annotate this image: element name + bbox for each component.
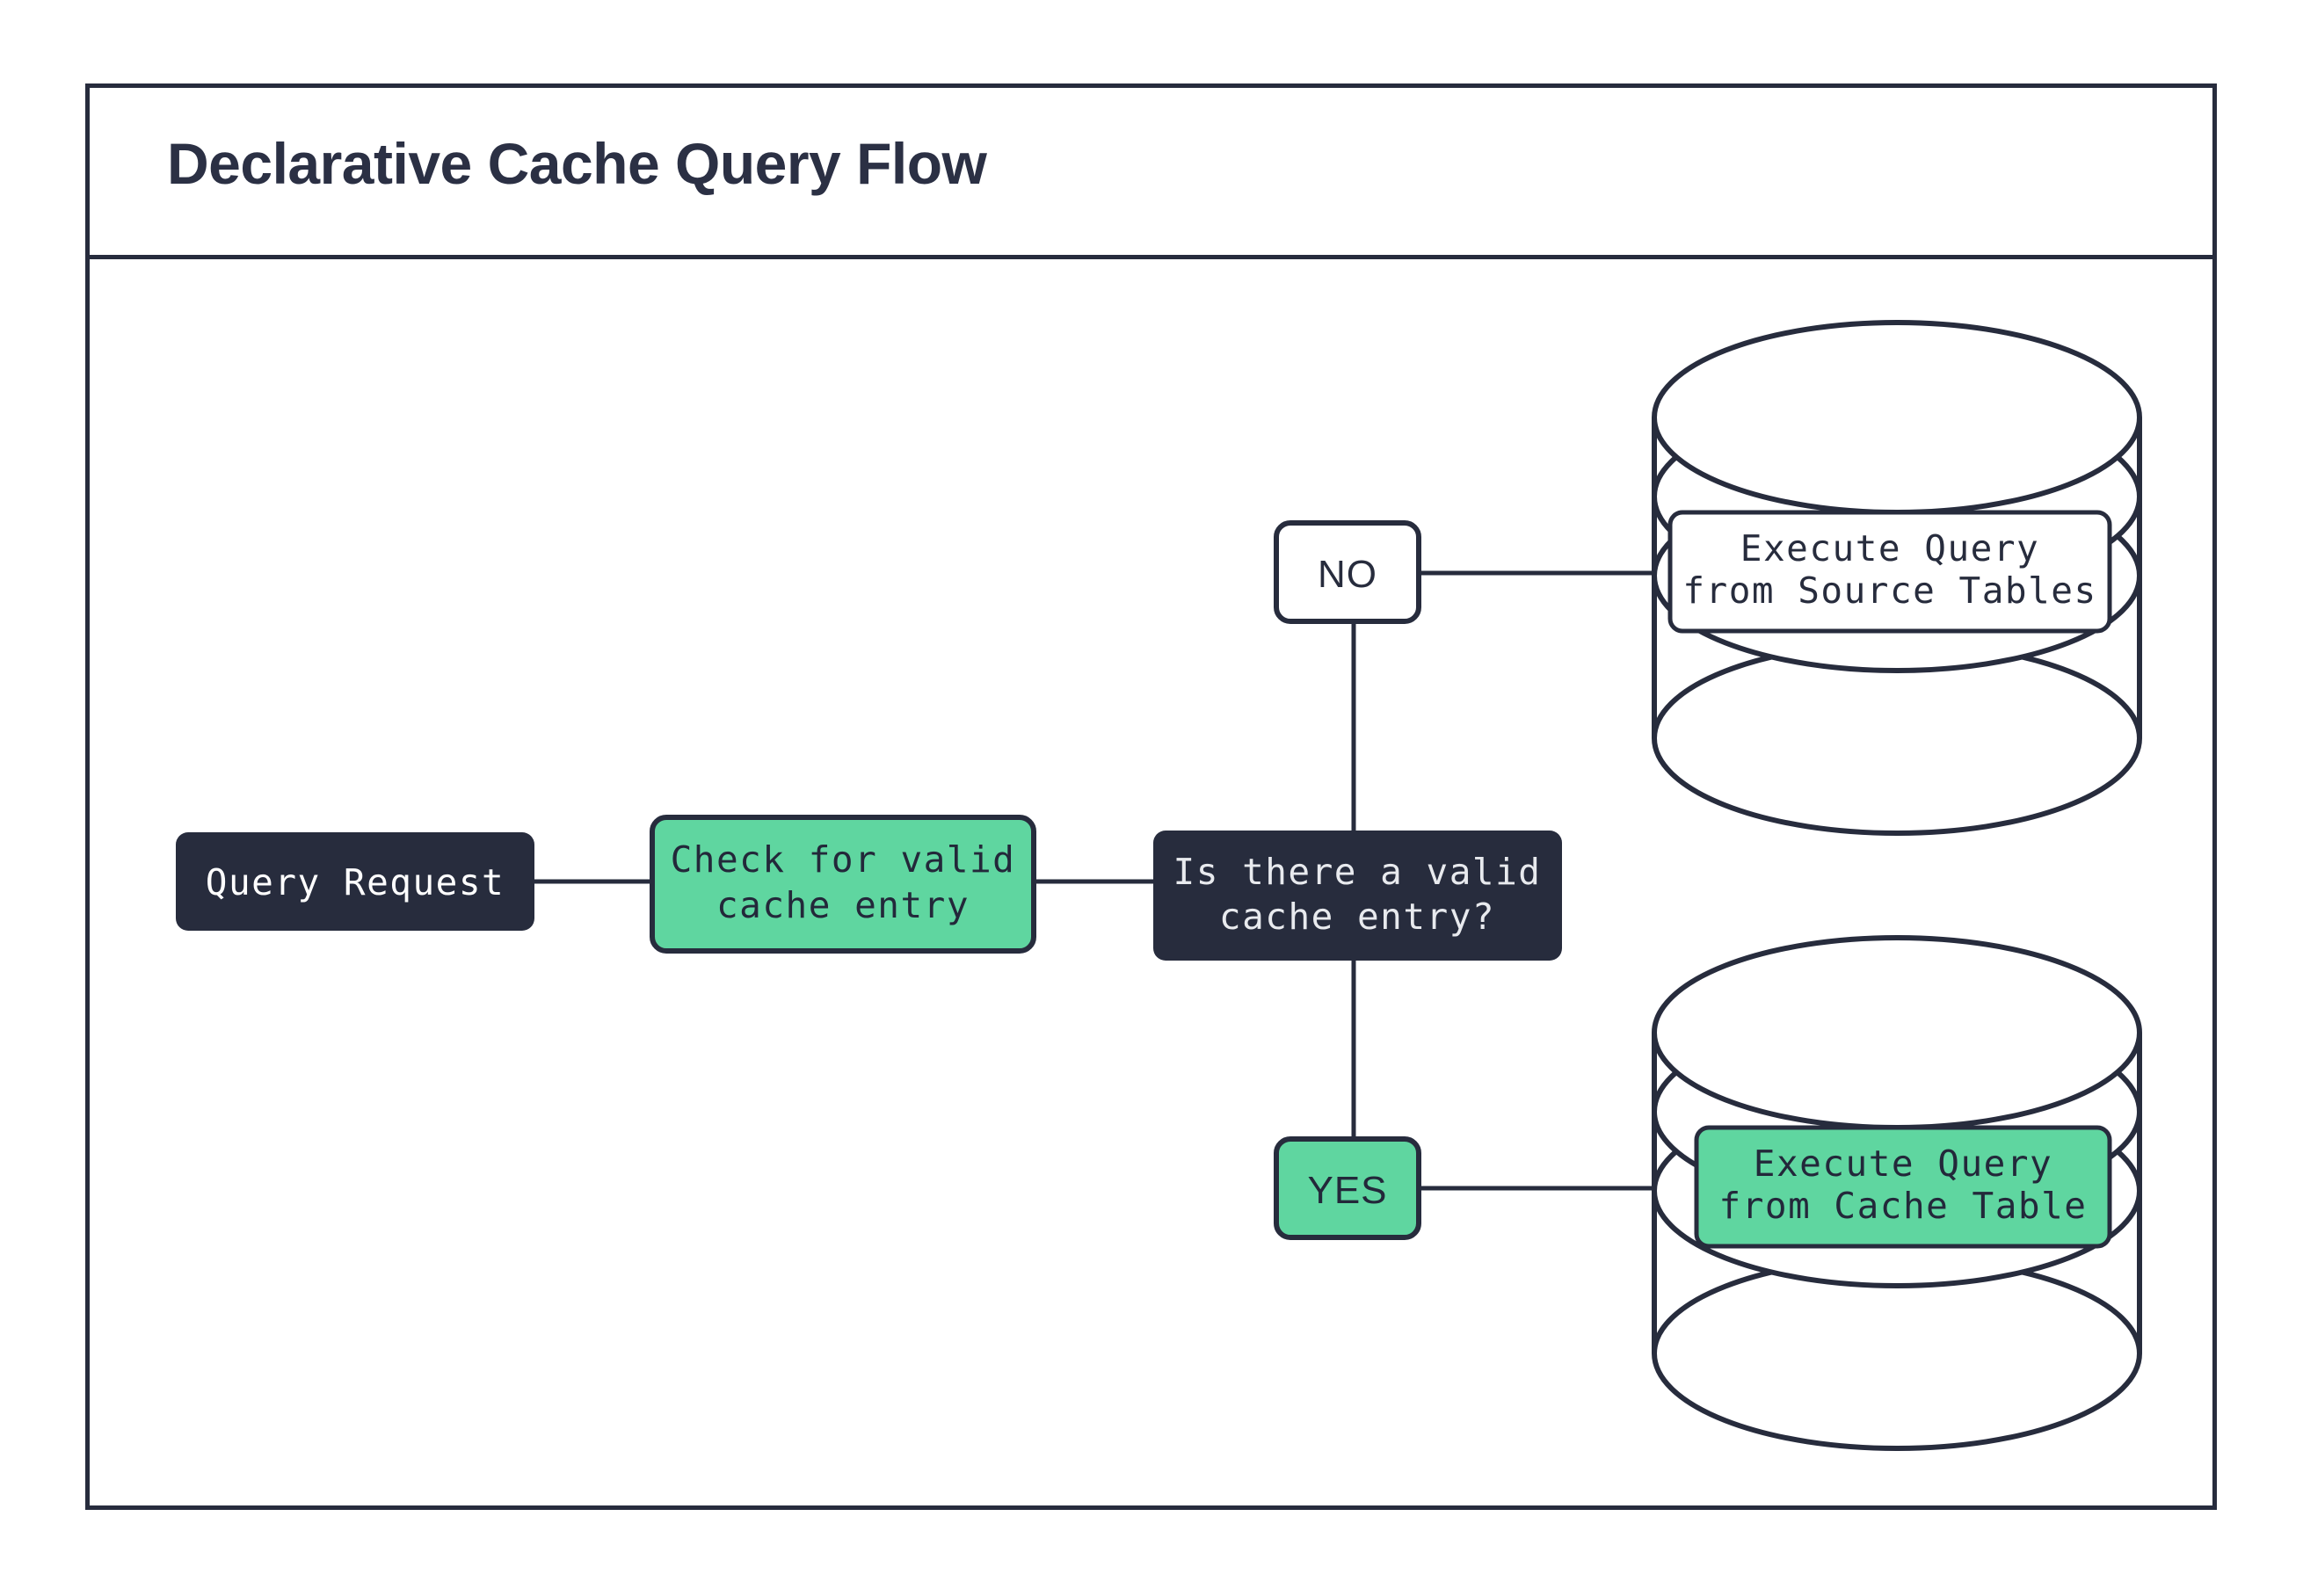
- check-cache-label-line-2: cache entry: [716, 884, 970, 926]
- no-label-text: NO: [1318, 553, 1377, 596]
- title-header-bar: [85, 83, 2217, 259]
- node-decision-valid-cache[interactable]: Is there a valid cache entry?: [1153, 831, 1562, 961]
- page-title: Declarative Cache Query Flow: [167, 131, 987, 196]
- decision-label-line-1: Is there a valid: [1173, 851, 1542, 893]
- node-query-request[interactable]: Query Request: [176, 832, 534, 931]
- cache-table-db-label-box[interactable]: Execute Query from Cache Table: [1694, 1125, 2112, 1249]
- source-db-label-line-1: Execute Query: [1740, 527, 2039, 569]
- branch-label-yes[interactable]: YES: [1274, 1136, 1421, 1240]
- cache-db-label-line-1: Execute Query: [1754, 1143, 2052, 1185]
- node-check-cache[interactable]: Check for valid cache entry: [650, 815, 1036, 954]
- check-cache-label-line-1: Check for valid: [671, 838, 1016, 881]
- branch-label-no[interactable]: NO: [1274, 520, 1421, 624]
- query-request-label: Query Request: [206, 861, 505, 903]
- cache-db-label-line-2: from Cache Table: [1719, 1185, 2088, 1227]
- yes-label-text: YES: [1307, 1169, 1387, 1212]
- decision-label-line-2: cache entry?: [1219, 896, 1495, 938]
- source-tables-db-label-box[interactable]: Execute Query from Source Tables: [1667, 510, 2112, 634]
- source-db-label-line-2: from Source Tables: [1682, 569, 2096, 612]
